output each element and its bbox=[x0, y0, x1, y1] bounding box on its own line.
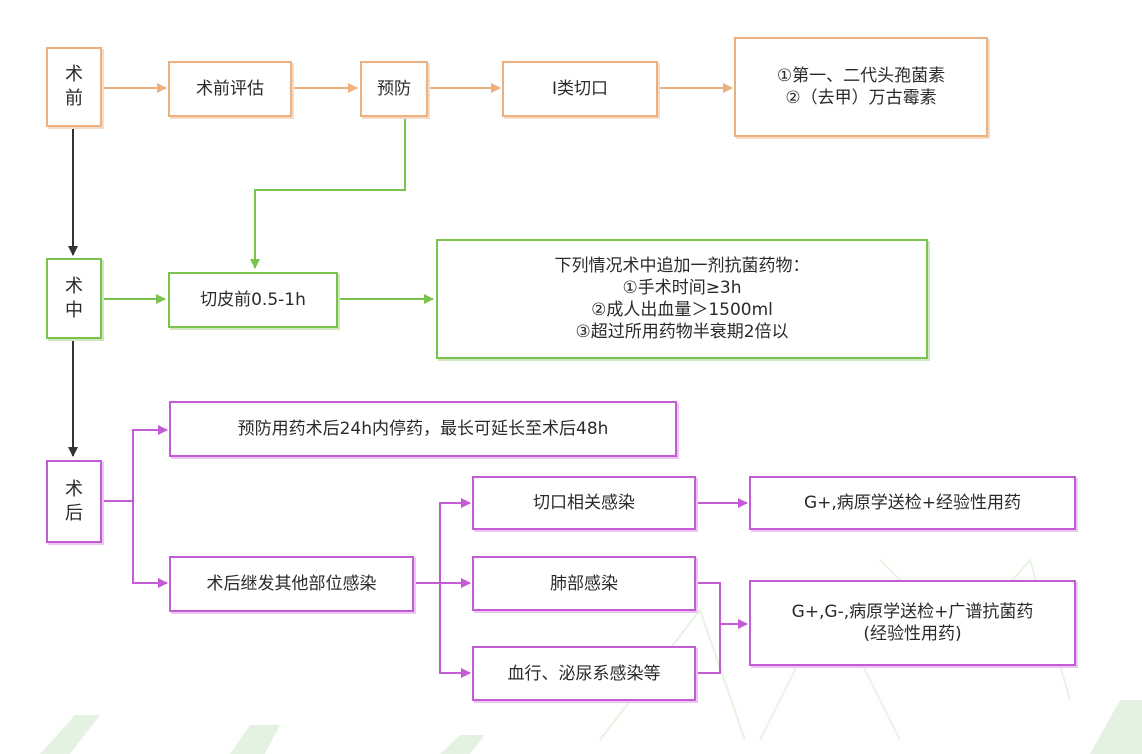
stage-postoperative: 术 后 bbox=[46, 460, 102, 543]
node-before-incision: 切皮前0.5-1h bbox=[168, 272, 338, 328]
node-post-prophylaxis: 预防用药术后24h内停药，最长可延长至术后48h bbox=[169, 401, 677, 457]
stage-preoperative: 术 前 bbox=[46, 47, 102, 127]
arrow-to-incision-infection bbox=[439, 498, 471, 583]
node-lung-infection: 肺部感染 bbox=[472, 556, 696, 611]
node-blood-urinary-infection: 血行、泌尿系感染等 bbox=[472, 646, 696, 701]
node-pre-eval: 术前评估 bbox=[168, 61, 292, 117]
node-post-secondary: 术后继发其他部位感染 bbox=[169, 556, 414, 612]
arrow-post-to-secondary bbox=[132, 501, 168, 588]
node-incision-class1: I类切口 bbox=[502, 61, 658, 117]
node-redose: 下列情况术中追加一剂抗菌药物： ①手术时间≥3h ②成人出血量＞1500ml ③… bbox=[436, 239, 928, 359]
node-pre-drugs: ①第一、二代头孢菌素 ②（去甲）万古霉素 bbox=[734, 37, 988, 137]
node-incision-infection: 切口相关感染 bbox=[472, 476, 696, 530]
node-empirical-g-pos: G+,病原学送检+经验性用药 bbox=[749, 476, 1076, 530]
line-blood-to-broad bbox=[696, 624, 721, 674]
arrow-to-blood-infection bbox=[439, 583, 471, 678]
node-prevention: 预防 bbox=[360, 61, 428, 117]
stage-intraoperative: 术 中 bbox=[46, 258, 102, 339]
arrow-prevention-to-incision-time bbox=[250, 117, 406, 269]
arrow-post-to-prophylaxis bbox=[102, 425, 168, 502]
line-lung-to-broad bbox=[696, 582, 721, 624]
node-broad-spectrum: G+,G-,病原学送检+广谱抗菌药 (经验性用药) bbox=[749, 580, 1076, 666]
